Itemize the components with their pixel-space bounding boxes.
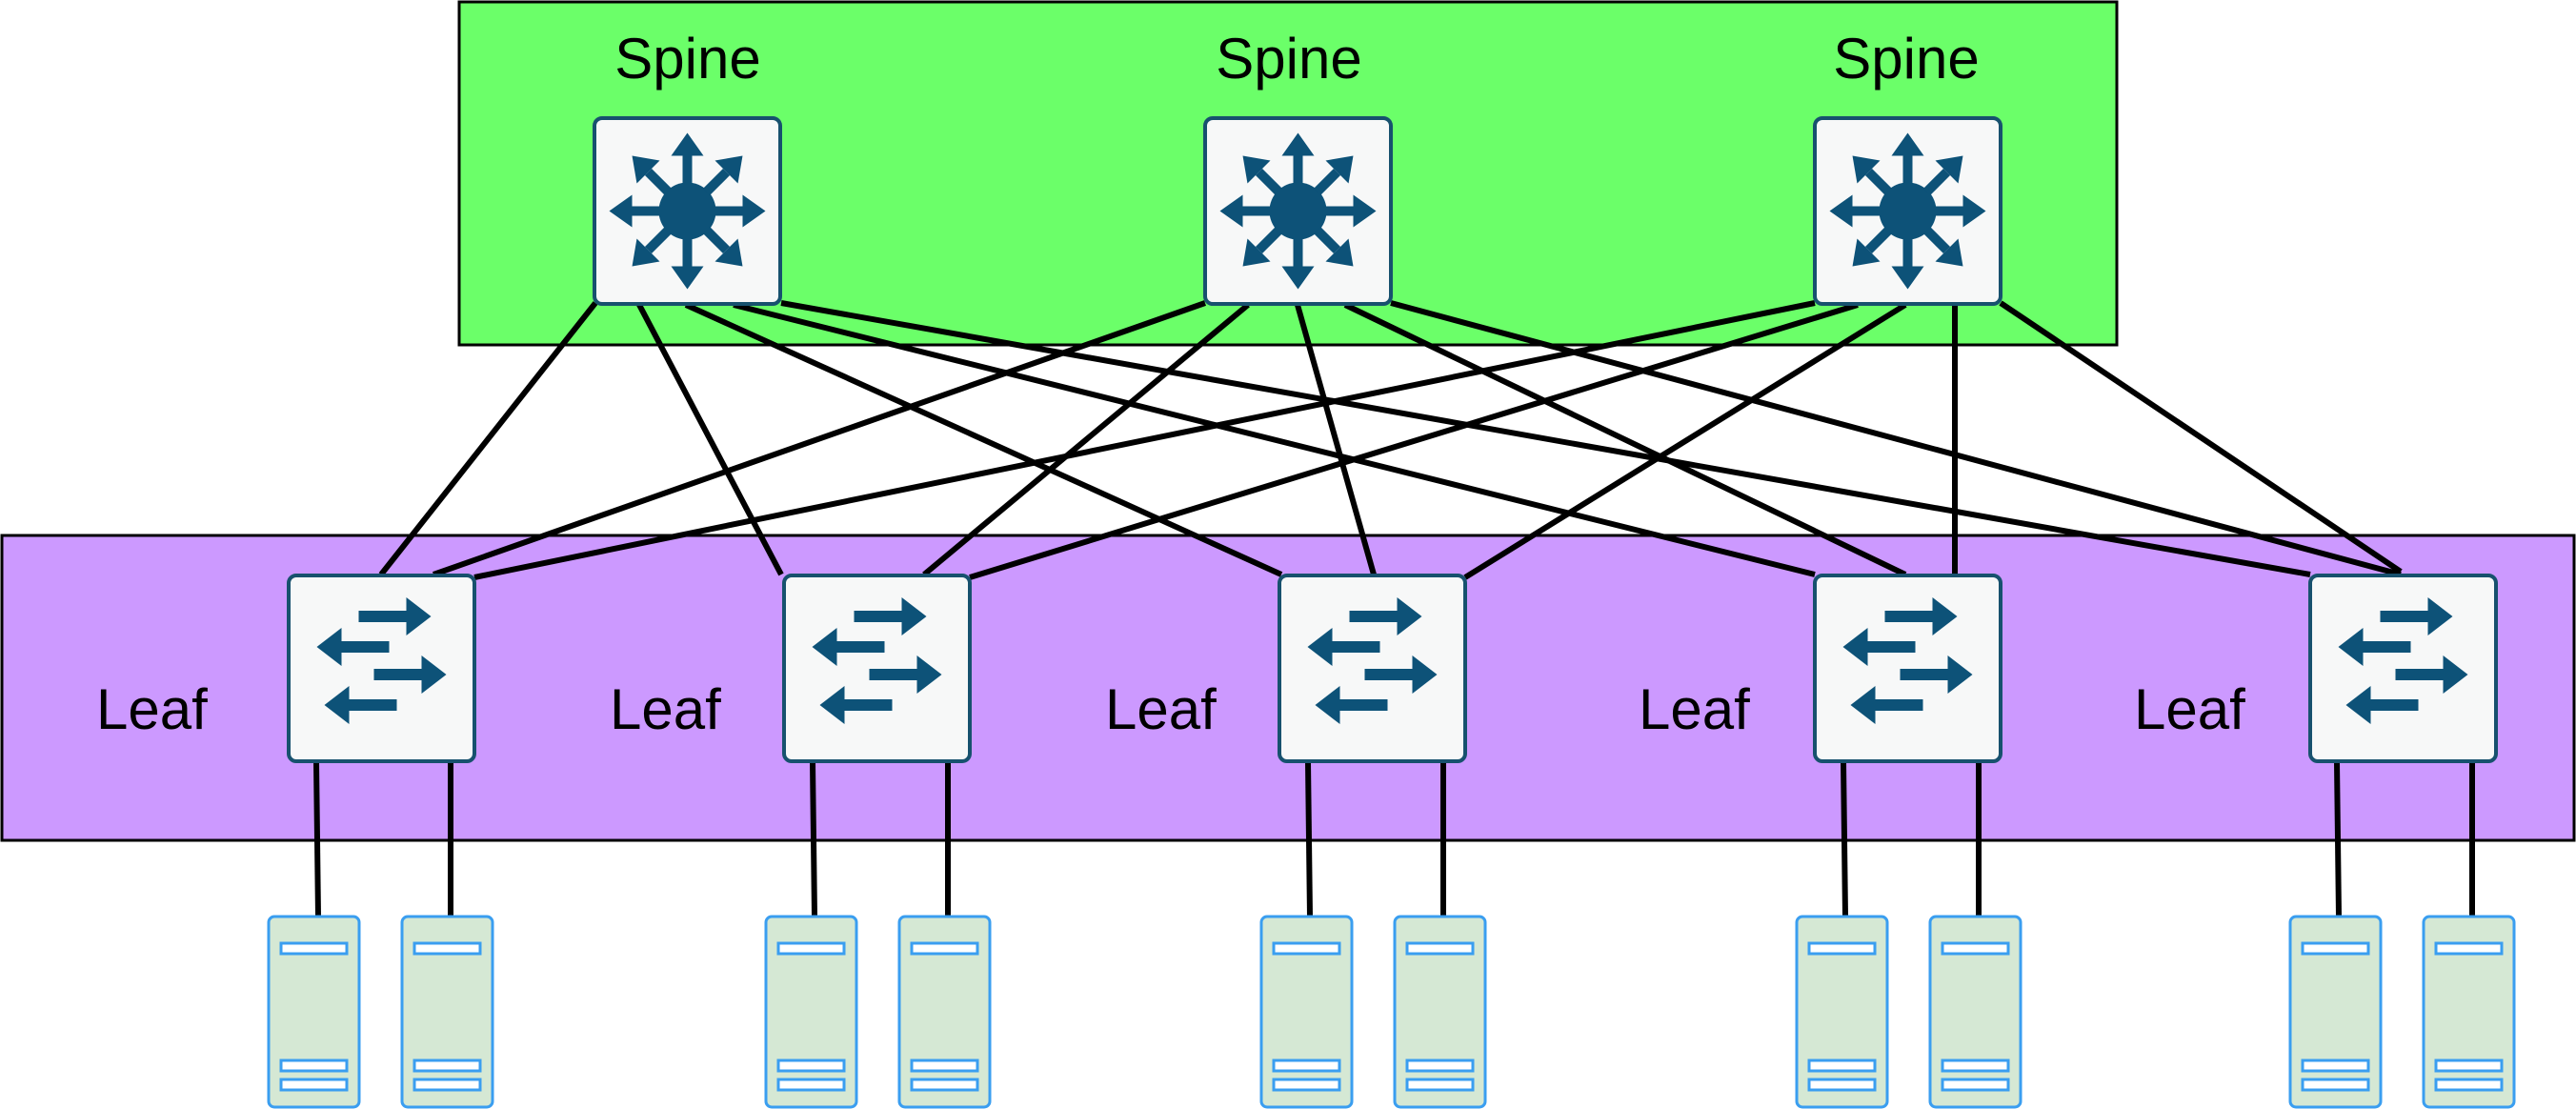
spine-leaf-links [378, 300, 2403, 580]
link-spine2-leaf2 [922, 302, 1250, 577]
leaf-label-2: Leaf [610, 677, 721, 741]
link-spine3-leaf5 [1999, 300, 2403, 575]
servers [267, 915, 2516, 1109]
multilayer-switch-icon [1220, 133, 1377, 290]
server-icon[interactable] [267, 915, 361, 1109]
server-icon[interactable] [897, 915, 992, 1109]
leaf-label-5: Leaf [2134, 677, 2245, 741]
spine-label-1: Spine [614, 27, 760, 91]
spine-switch-3[interactable] [1813, 116, 2002, 306]
server-icon[interactable] [1393, 915, 1487, 1109]
server-icon[interactable] [764, 915, 858, 1109]
link-spine3-leaf2 [969, 302, 1859, 580]
link-spine1-leaf1 [378, 301, 598, 576]
leaf-label-3: Leaf [1105, 677, 1217, 741]
server-icon[interactable] [400, 915, 494, 1109]
link-spine1-leaf3 [684, 302, 1283, 577]
link-spine1-leaf4 [733, 302, 1816, 577]
link-spine2-leaf4 [1343, 302, 1907, 577]
multilayer-switch-icon [610, 133, 766, 290]
link-spine3-leaf3 [1463, 302, 1907, 580]
leaf-switch-1[interactable] [287, 574, 476, 763]
leaf-switch-3[interactable] [1278, 574, 1467, 763]
server-icon[interactable] [1795, 915, 1889, 1109]
leaf-switch-5[interactable] [2308, 574, 2498, 763]
leaf-label-4: Leaf [1639, 677, 1750, 741]
server-icon[interactable] [2422, 915, 2516, 1109]
server-icon[interactable] [1259, 915, 1354, 1109]
leaf-switch-2[interactable] [782, 574, 972, 763]
link-spine2-leaf3 [1295, 304, 1377, 575]
link-spine1-leaf2 [635, 301, 784, 576]
leaf-switch-4[interactable] [1813, 574, 2002, 763]
spine-label-3: Spine [1833, 27, 1979, 91]
multilayer-switch-icon [1830, 133, 1986, 290]
link-spine2-leaf5 [1390, 300, 2402, 577]
link-spine3-leaf1 [473, 300, 1816, 580]
leaf-server-links [313, 761, 2475, 917]
server-icon[interactable] [1928, 915, 2023, 1109]
link-spine2-leaf1 [433, 300, 1206, 577]
spine-switch-2[interactable] [1203, 116, 1393, 306]
spine-switch-1[interactable] [593, 116, 782, 306]
link-spine1-leaf5 [780, 300, 2311, 577]
leaf-label-1: Leaf [96, 677, 208, 741]
spine-label-2: Spine [1216, 27, 1361, 91]
server-icon[interactable] [2288, 915, 2383, 1109]
